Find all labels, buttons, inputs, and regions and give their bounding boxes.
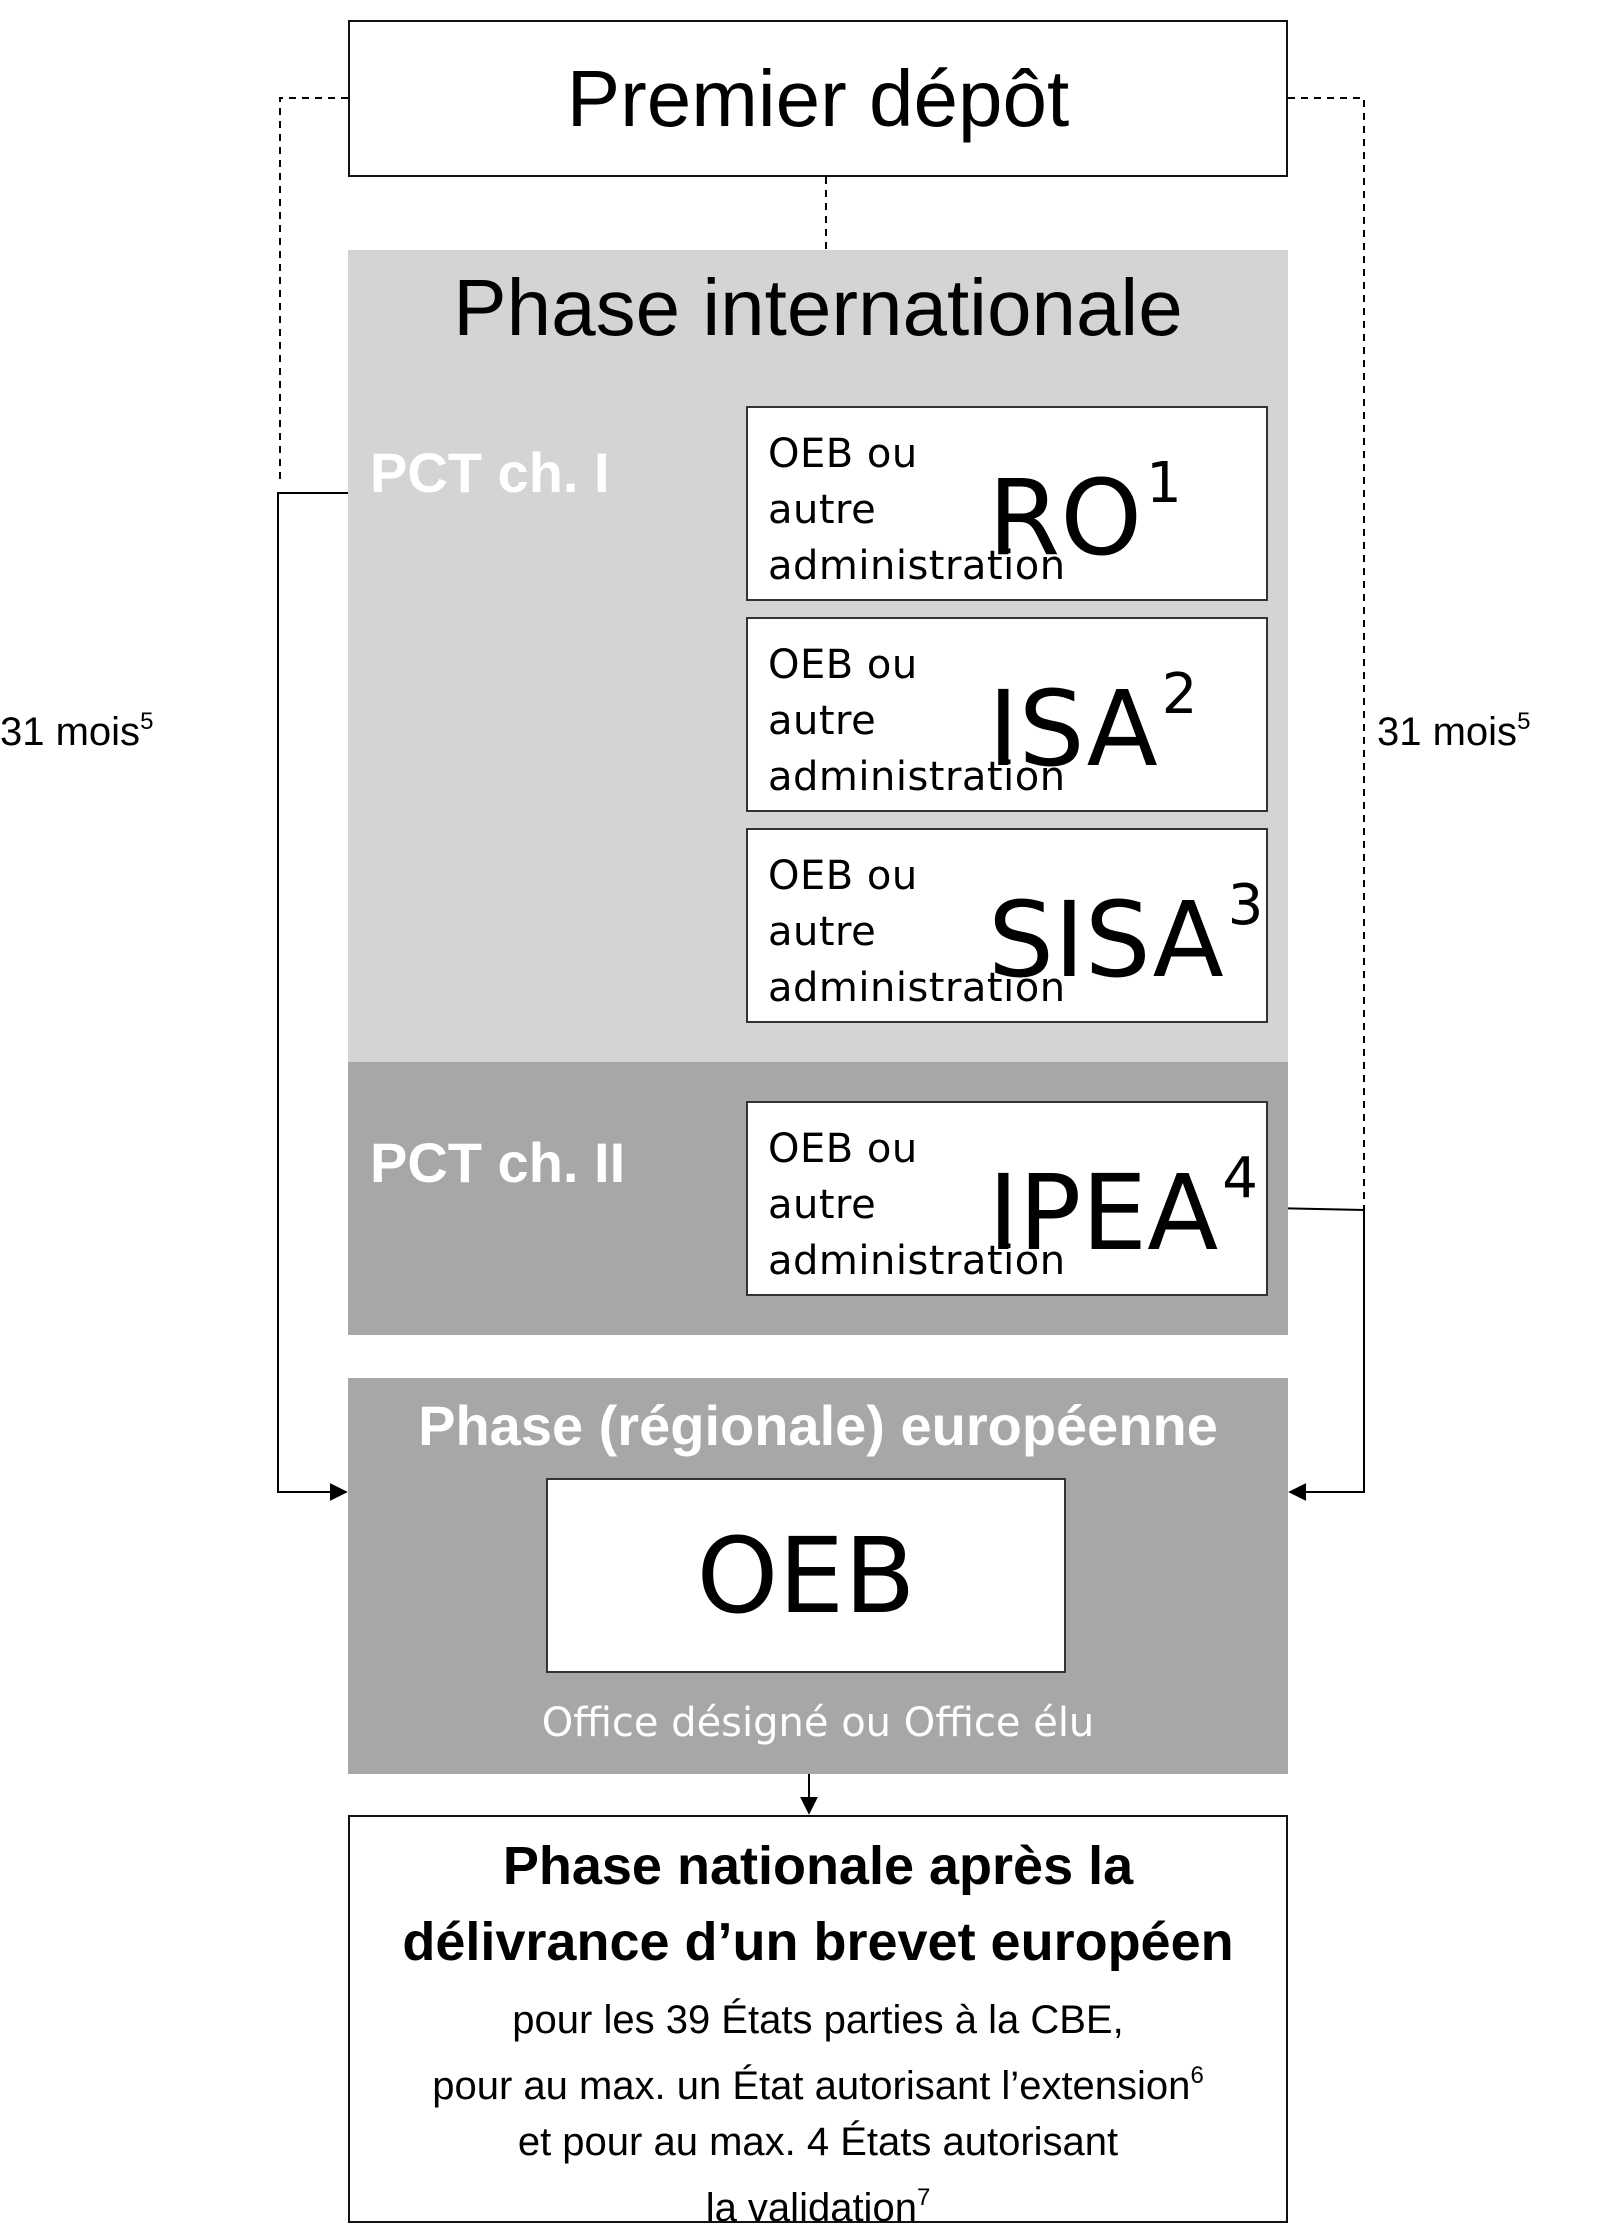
dashed-connector-left	[280, 98, 348, 480]
deadline-label-left: 31 mois5	[0, 708, 153, 755]
deadline-text: 31 mois	[1377, 710, 1517, 754]
european-phase-title: Phase (régionale) européenne	[348, 1390, 1288, 1460]
international-phase-title: Phase internationale	[348, 258, 1288, 358]
first-filing-box: Premier dépôt	[348, 20, 1288, 177]
deadline-text: 31 mois	[0, 710, 140, 754]
footnote-marker: 7	[917, 2184, 930, 2211]
footnote-marker: 2	[1162, 662, 1198, 727]
national-body-line: pour les 39 États parties à la CBE,	[350, 1992, 1286, 2048]
authority-box-ro: OEB ou autre administration RO1	[746, 406, 1268, 601]
footnote-marker: 3	[1228, 873, 1264, 938]
role-abbreviation: SISA	[988, 879, 1224, 1001]
national-phase-title: Phase nationale après la délivrance d’un…	[350, 1828, 1286, 1980]
national-body-line: la validation7	[350, 2170, 1286, 2236]
authority-role: ISA2	[988, 635, 1197, 789]
european-phase-footer: Office désigné ou Office élu	[348, 1695, 1288, 1751]
national-body-text: pour au max. un État autorisant l’extens…	[432, 2064, 1190, 2108]
authority-box-isa: OEB ou autre administration ISA2	[746, 617, 1268, 812]
footnote-marker: 4	[1222, 1146, 1258, 1211]
national-body-line: pour au max. un État autorisant l’extens…	[350, 2048, 1286, 2114]
national-phase-body: pour les 39 États parties à la CBE, pour…	[350, 1992, 1286, 2236]
epo-office-box: OEB	[546, 1478, 1066, 1673]
footnote-marker: 1	[1146, 451, 1182, 516]
pct-chapter1-label: PCT ch. I	[370, 440, 610, 505]
role-abbreviation: RO	[988, 457, 1142, 579]
role-abbreviation: IPEA	[988, 1152, 1218, 1274]
national-body-text: la validation	[706, 2186, 917, 2230]
authority-role: RO1	[988, 424, 1182, 578]
authority-role: SISA3	[988, 846, 1263, 1000]
arrow-left-to-european-phase	[278, 493, 348, 1492]
dashed-connector-right	[1288, 98, 1364, 1210]
role-abbreviation: ISA	[988, 668, 1158, 790]
national-title-line: Phase nationale après la	[350, 1828, 1286, 1904]
national-title-line: délivrance d’un brevet européen	[350, 1904, 1286, 1980]
footnote-marker: 6	[1190, 2062, 1203, 2089]
epo-office-label: OEB	[697, 1515, 916, 1637]
first-filing-label: Premier dépôt	[567, 53, 1069, 145]
pct-chapter2-label: PCT ch. II	[370, 1130, 625, 1195]
national-body-line: et pour au max. 4 États autorisant	[350, 2114, 1286, 2170]
deadline-label-right: 31 mois5	[1377, 708, 1530, 755]
authority-box-sisa: OEB ou autre administration SISA3	[746, 828, 1268, 1023]
footnote-marker: 5	[140, 708, 153, 735]
authority-role: IPEA4	[988, 1119, 1258, 1273]
footnote-marker: 5	[1517, 708, 1530, 735]
authority-box-ipea: OEB ou autre administration IPEA4	[746, 1101, 1268, 1296]
